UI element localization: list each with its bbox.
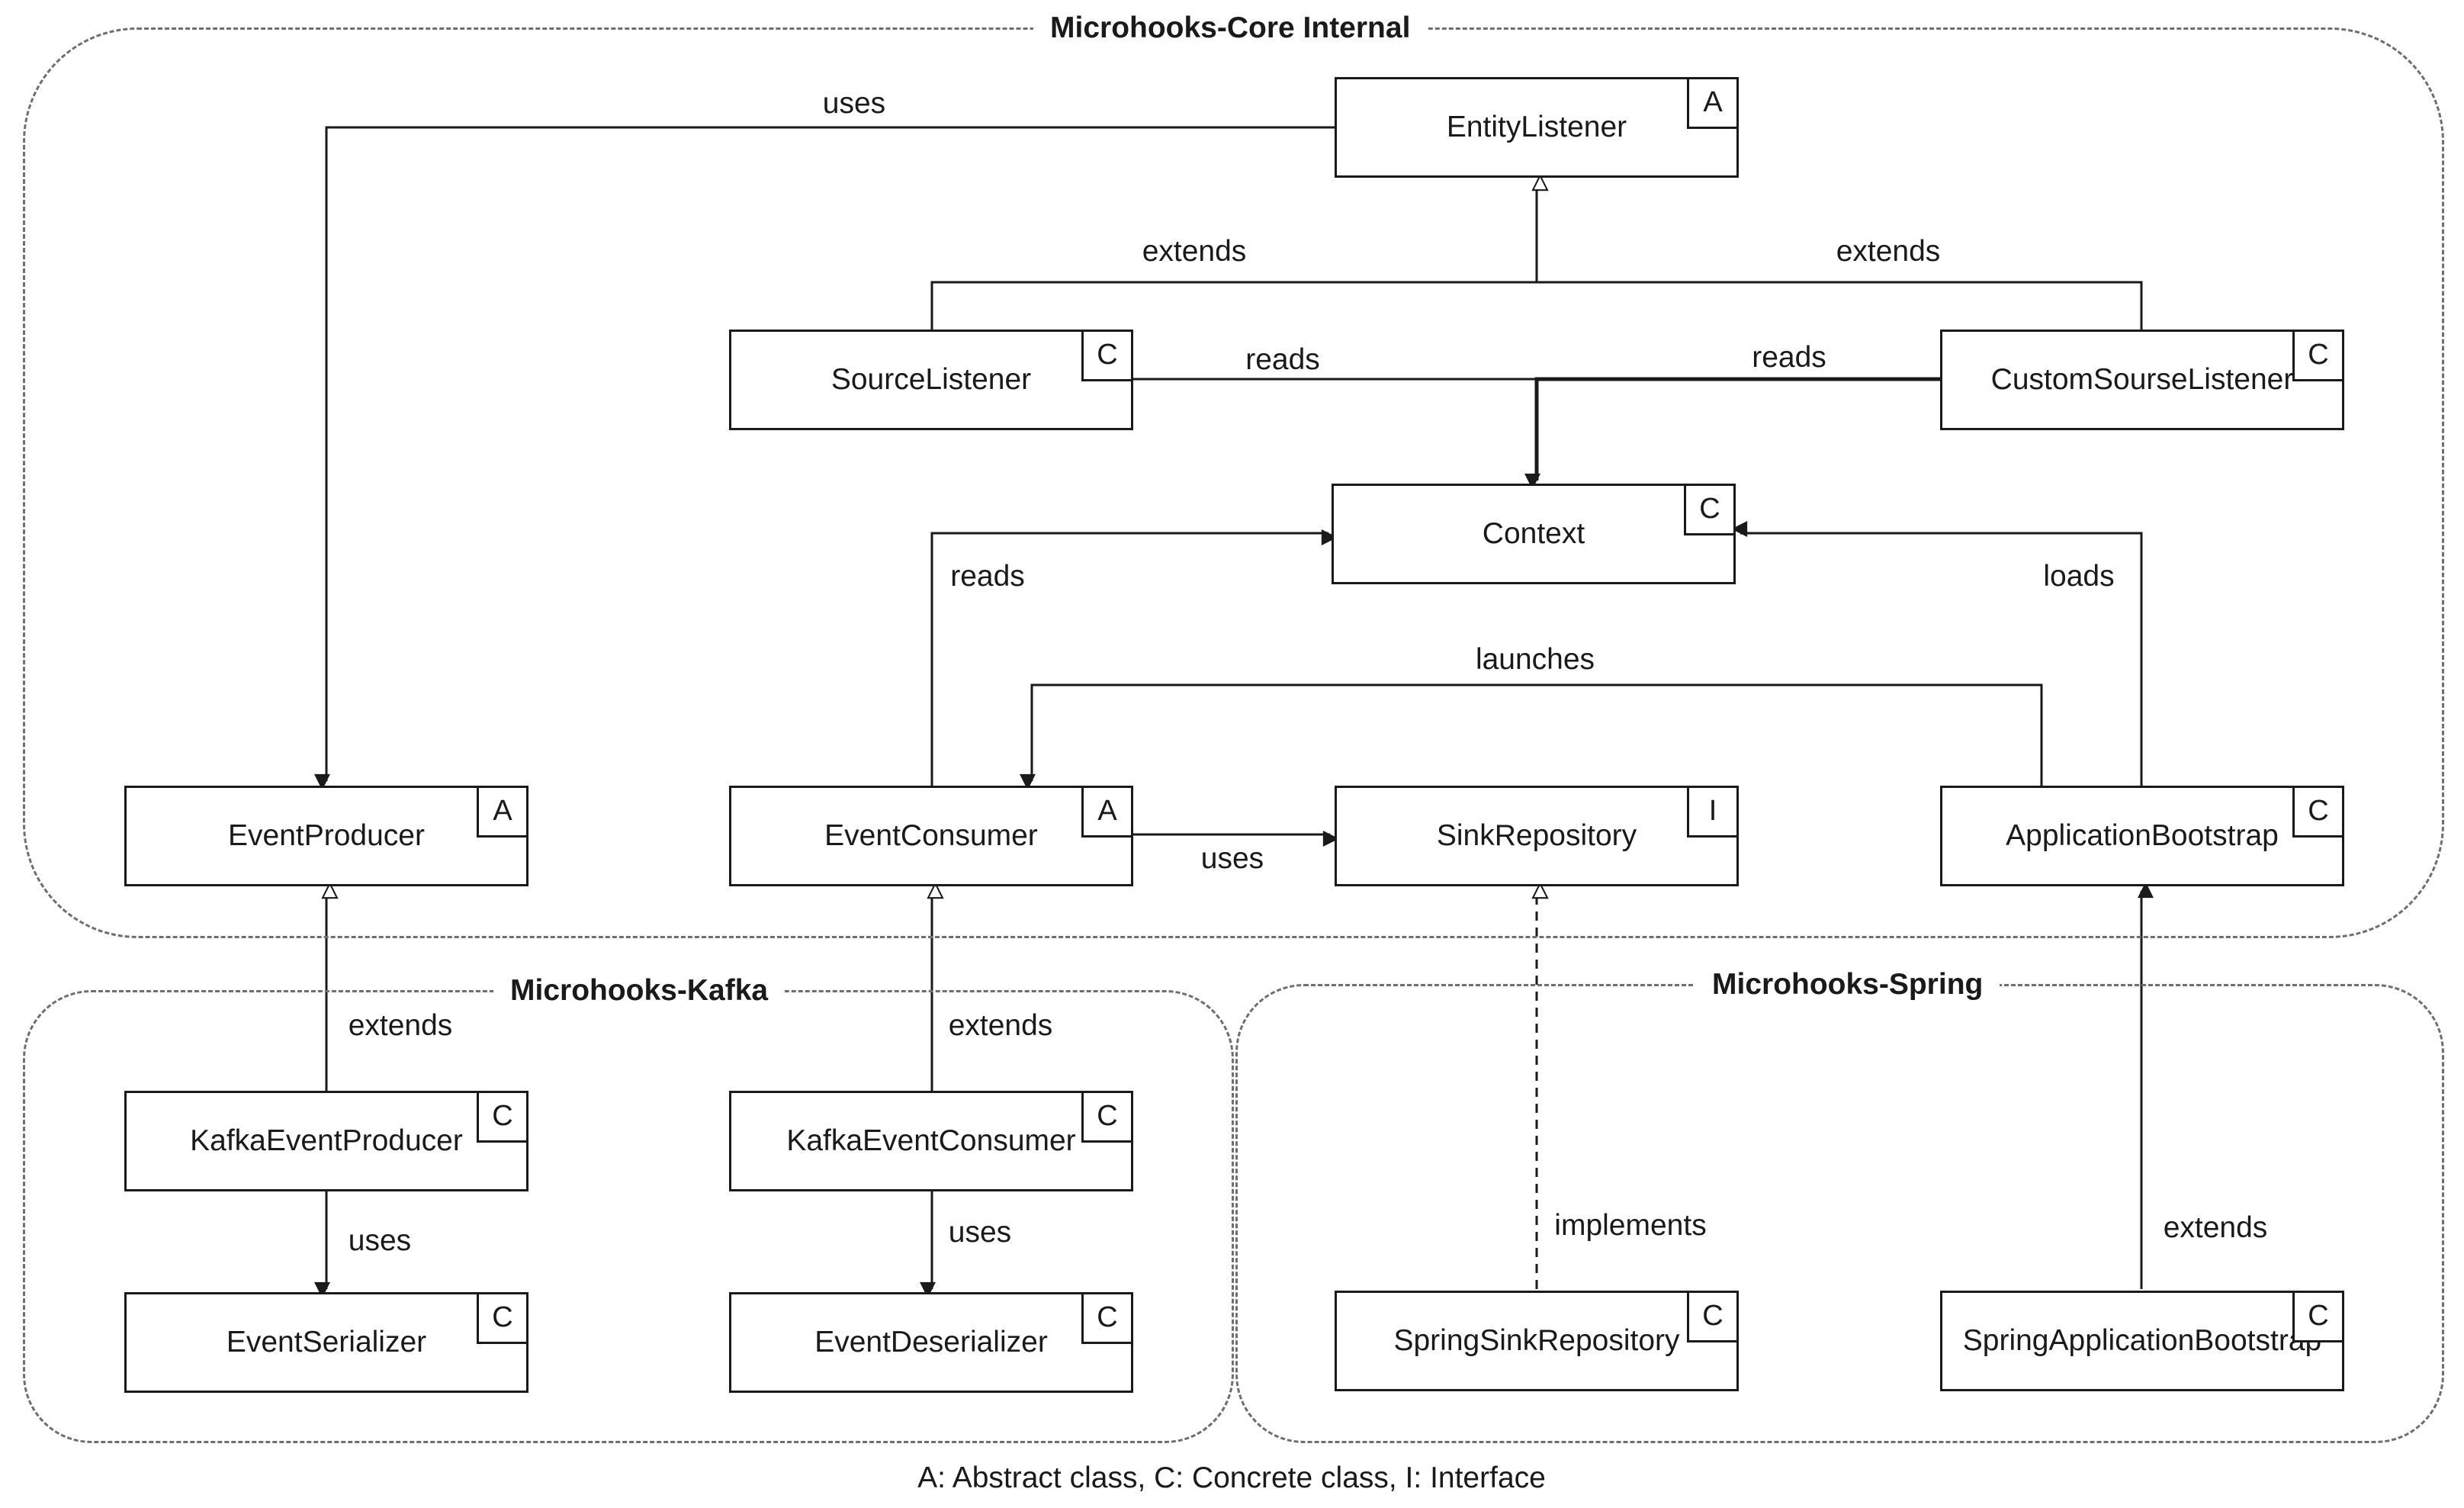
edge-label-uses: uses [1200, 842, 1264, 875]
class-name: SourceListener [830, 363, 1032, 396]
edge-custom-extends-entity [1531, 173, 2143, 330]
class-spring-application-bootstrap[interactable]: SpringApplicationBootstrap C [1940, 1291, 2344, 1391]
class-sink-repository[interactable]: SinkRepository I [1335, 786, 1739, 886]
class-kind-badge: C [1081, 1091, 1133, 1143]
edge-label-uses: uses [822, 87, 886, 120]
class-kind-badge: C [2292, 786, 2344, 838]
class-context[interactable]: Context C [1332, 484, 1736, 584]
edge-label-loads: loads [2043, 560, 2115, 593]
class-name: SpringSinkRepository [1393, 1324, 1680, 1357]
class-kind-badge: I [1687, 786, 1739, 838]
group-spring-title: Microhooks-Spring [1695, 968, 2000, 1002]
class-event-consumer[interactable]: EventConsumer A [729, 786, 1133, 886]
class-name: KafkaEventProducer [190, 1124, 463, 1157]
class-source-listener[interactable]: SourceListener C [729, 330, 1133, 430]
class-name: SinkRepository [1436, 819, 1637, 852]
edge-custom-reads-context [1524, 377, 1940, 490]
class-kind-badge: C [2292, 330, 2344, 381]
class-kind-badge: C [477, 1091, 528, 1143]
class-entity-listener[interactable]: EntityListener A [1335, 77, 1739, 178]
class-kind-badge: C [1081, 1292, 1133, 1344]
class-kind-badge: C [1687, 1291, 1739, 1342]
class-name: EntityListener [1446, 111, 1627, 143]
edge-source-extends-entity [930, 281, 1537, 330]
edge-label-reads: reads [950, 560, 1025, 593]
class-name: EventDeserializer [814, 1326, 1048, 1358]
group-core-internal: Microhooks-Core Internal [23, 11, 2444, 938]
class-kind-badge: C [477, 1292, 528, 1344]
class-kind-badge: A [1687, 77, 1739, 129]
class-spring-sink-repository[interactable]: SpringSinkRepository C [1335, 1291, 1739, 1391]
edge-label-uses: uses [948, 1216, 1012, 1249]
edge-label-extends: extends [1836, 235, 1941, 268]
class-kind-badge: A [1081, 786, 1133, 838]
group-kafka-title: Microhooks-Kafka [493, 974, 785, 1008]
edge-entity-uses-producer [314, 126, 1335, 790]
class-kind-badge: C [1081, 330, 1133, 381]
class-application-bootstrap[interactable]: ApplicationBootstrap C [1940, 786, 2344, 886]
class-name: EventProducer [228, 819, 425, 852]
legend: A: Abstract class, C: Concrete class, I:… [917, 1461, 1546, 1494]
edge-label-extends: extends [948, 1009, 1053, 1042]
class-kind-badge: A [477, 786, 528, 838]
group-core-internal-title: Microhooks-Core Internal [1033, 11, 1428, 45]
edge-label-extends: extends [1142, 235, 1247, 268]
edge-consumer-reads-context [930, 529, 1338, 786]
class-name: SpringApplicationBootstrap [1962, 1324, 2322, 1357]
group-kafka: Microhooks-Kafka [23, 974, 1234, 1443]
edge-label-extends: extends [2163, 1211, 2268, 1244]
class-name: EventConsumer [824, 819, 1038, 852]
edge-label-extends: extends [348, 1009, 453, 1042]
class-kafka-event-producer[interactable]: KafkaEventProducer C [124, 1091, 528, 1191]
class-kafka-event-consumer[interactable]: KafkaEventConsumer C [729, 1091, 1133, 1191]
edge-bootstrap-launches-consumer [1020, 683, 2043, 790]
edge-label-launches: launches [1475, 643, 1595, 676]
class-name: EventSerializer [226, 1326, 427, 1358]
class-kind-badge: C [1684, 484, 1736, 535]
class-name: Context [1482, 517, 1585, 550]
class-event-producer[interactable]: EventProducer A [124, 786, 528, 886]
class-custom-source-listener[interactable]: CustomSourseListener C [1940, 330, 2344, 430]
edge-label-reads: reads [1752, 341, 1826, 374]
edge-label-uses: uses [348, 1224, 412, 1257]
class-kind-badge: C [2292, 1291, 2344, 1342]
edge-bootstrap-loads-context [1731, 521, 2143, 786]
class-event-serializer[interactable]: EventSerializer C [124, 1292, 528, 1393]
group-spring: Microhooks-Spring [1235, 968, 2444, 1443]
class-name: KafkaEventConsumer [786, 1124, 1076, 1157]
class-name: ApplicationBootstrap [2006, 819, 2279, 852]
edge-label-reads: reads [1245, 343, 1320, 376]
class-name: CustomSourseListener [1990, 363, 2294, 396]
edge-label-implements: implements [1554, 1209, 1707, 1242]
class-event-deserializer[interactable]: EventDeserializer C [729, 1292, 1133, 1393]
